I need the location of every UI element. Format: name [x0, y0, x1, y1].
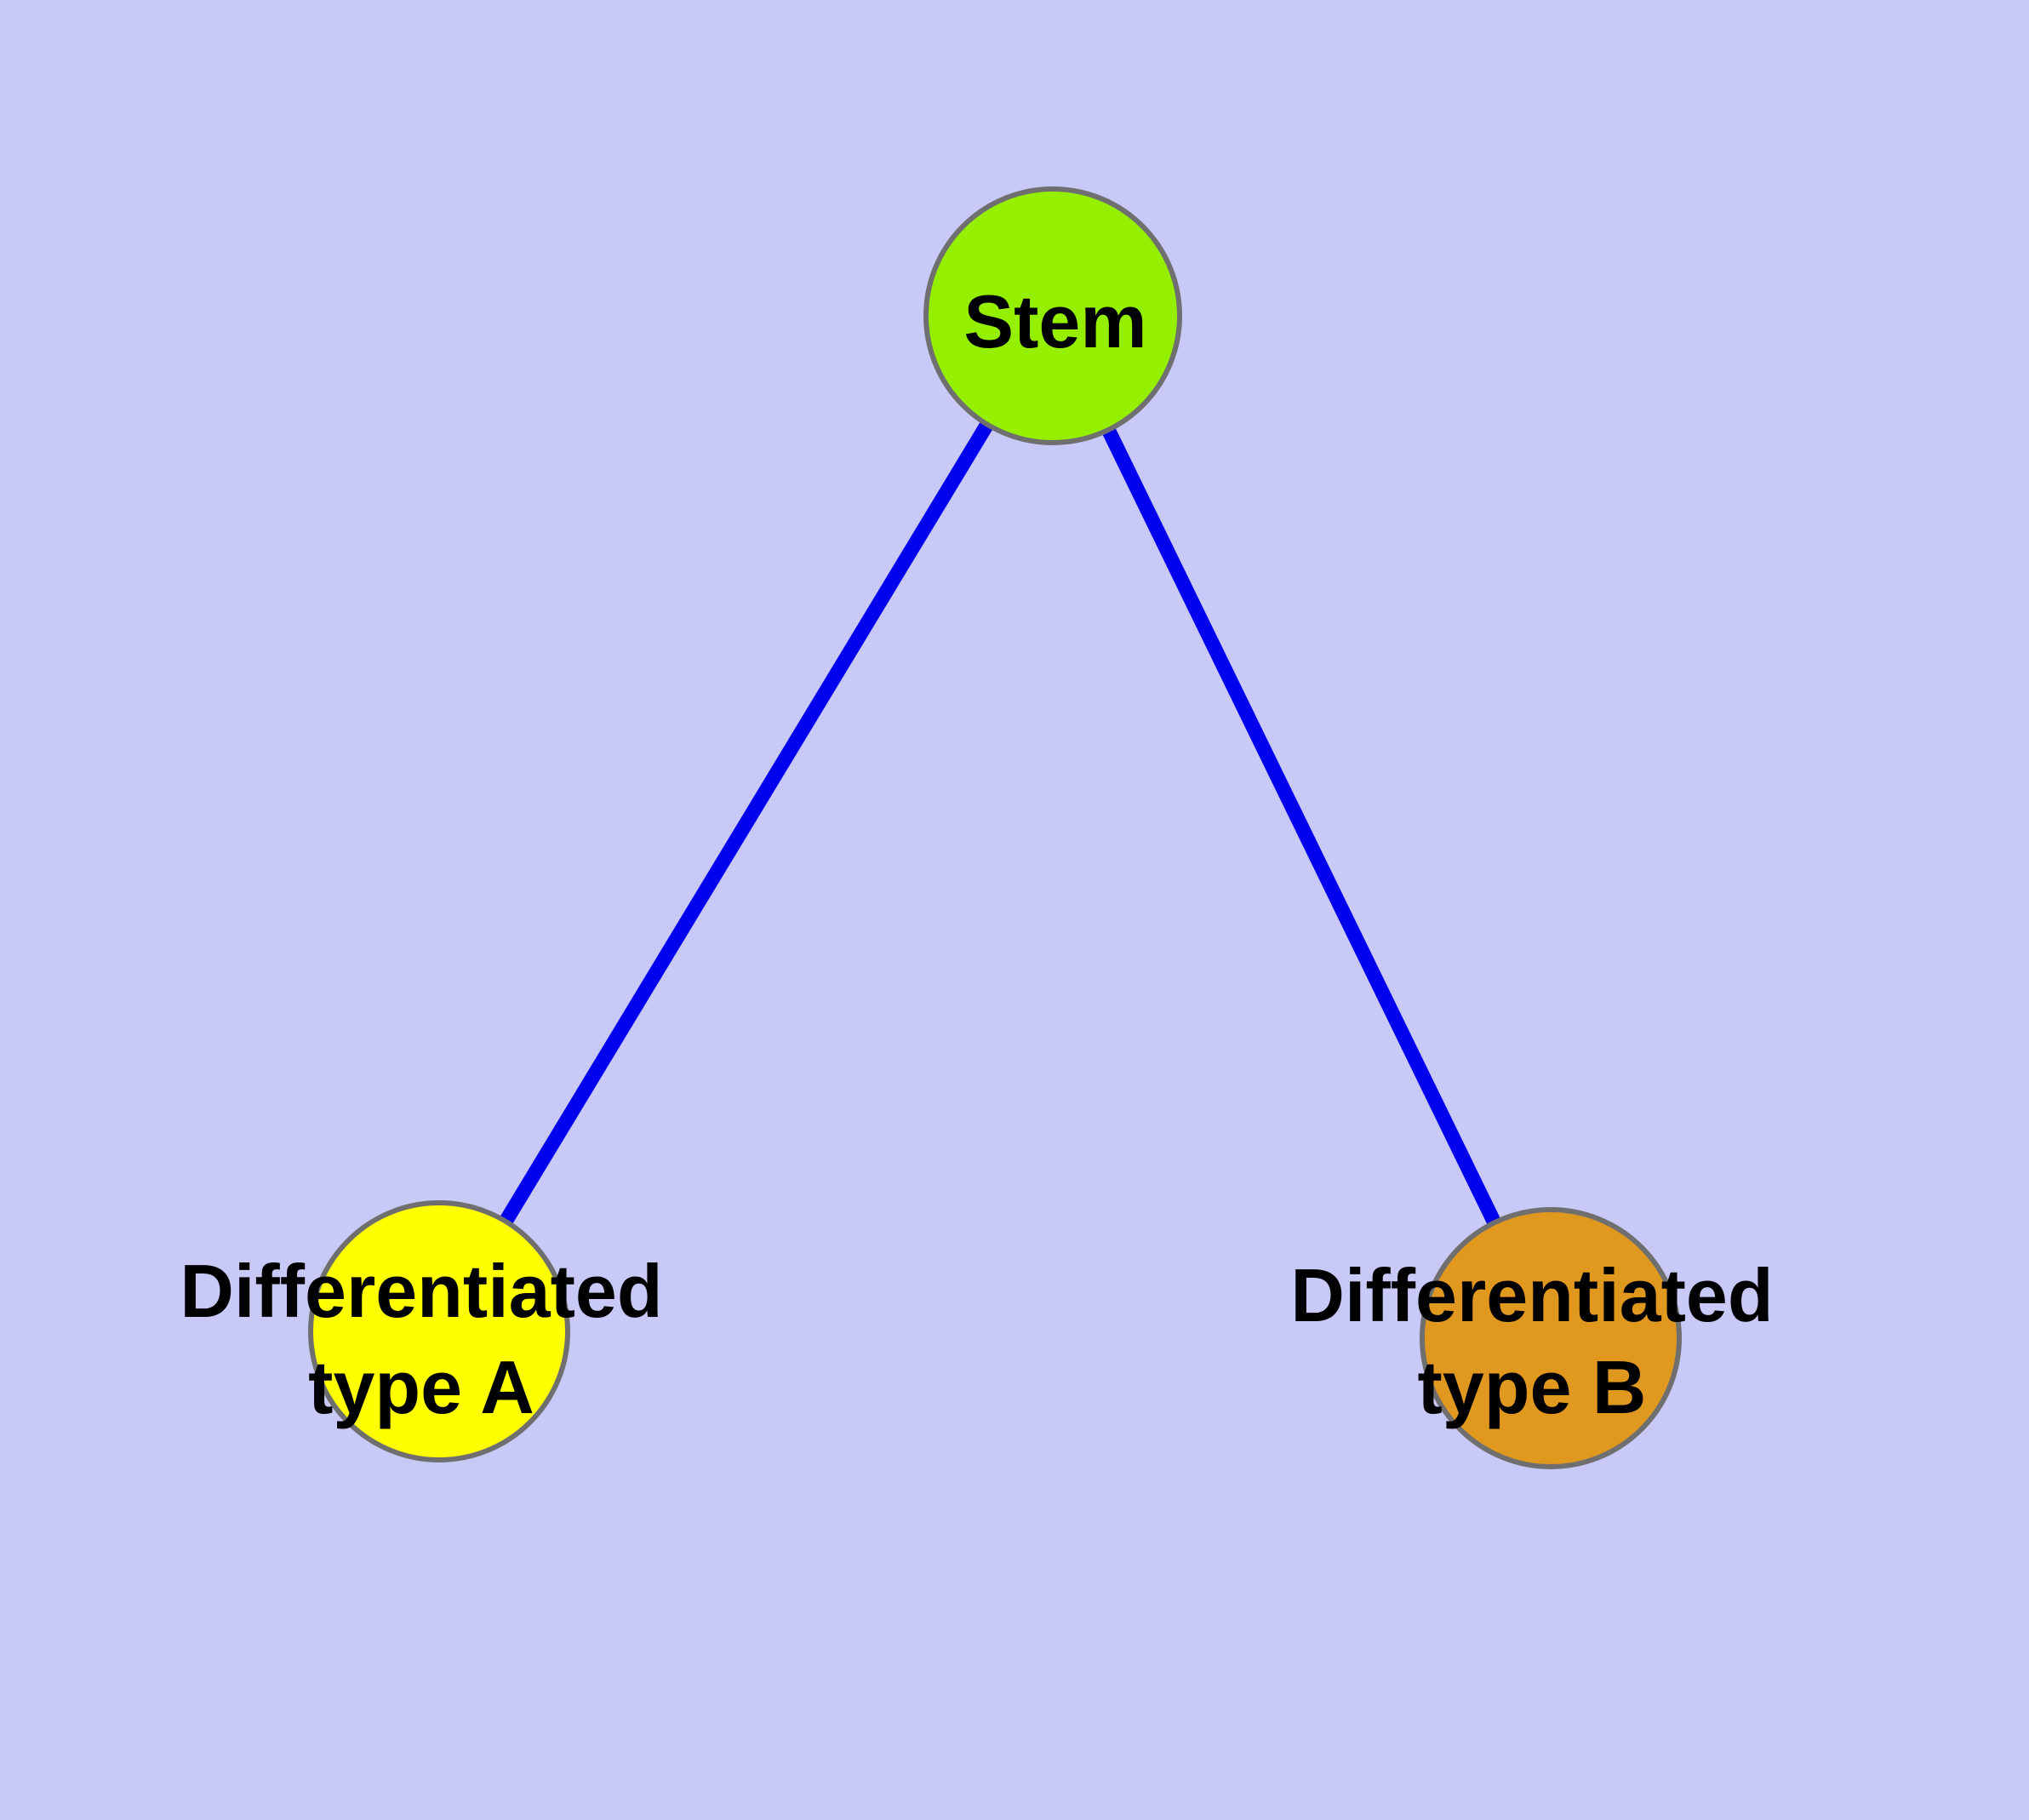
- edge-stem-to-type-a: [432, 312, 1060, 1336]
- node-type-a-label-line2: type A: [308, 1345, 534, 1429]
- node-type-b-label-line2: type B: [1418, 1345, 1647, 1429]
- node-type-a-circle: [308, 1200, 570, 1462]
- node-type-b-circle: [1420, 1207, 1682, 1469]
- node-type-b-label-line1: Differentiated: [1290, 1253, 1773, 1337]
- node-type-a-label-line1: Differentiated: [180, 1249, 662, 1333]
- edge-stem-to-type-b: [1046, 312, 1557, 1342]
- node-stem-circle: [923, 186, 1182, 445]
- node-stem-label: Stem: [963, 279, 1146, 363]
